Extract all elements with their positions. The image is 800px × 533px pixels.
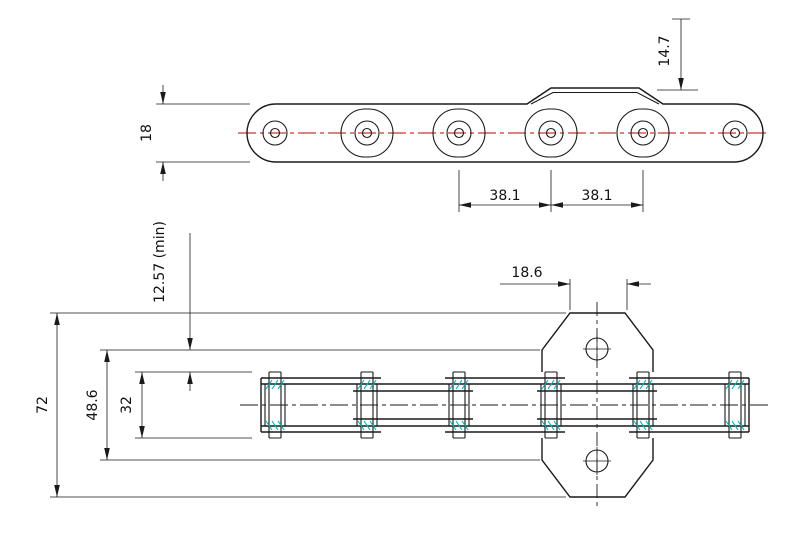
extension-line [135, 371, 252, 439]
roller [354, 120, 380, 146]
dim-plate-height: 18 [139, 85, 250, 181]
dim-label-pin-length-min: 12.57 (min) [152, 221, 168, 303]
hatch-marks [265, 379, 745, 431]
dim-label-pitch-left: 38.1 [489, 188, 520, 204]
dim-hole-spacing: 48.6 [85, 349, 540, 461]
dim-label-attachment-top-width: 18.6 [511, 265, 542, 281]
chain-plan-joints [264, 371, 746, 439]
dim-label-hole-spacing: 48.6 [85, 389, 101, 420]
attachment-plate-side [530, 91, 660, 105]
dim-label-pitch-right: 38.1 [581, 188, 612, 204]
chain-link-plates-side [340, 108, 670, 158]
roller-hatching [265, 379, 745, 431]
pin [453, 127, 465, 139]
chain-plan-plate-lines [260, 377, 750, 433]
attachment-plate-upper-outline [541, 312, 654, 372]
link-plate [616, 108, 670, 158]
dim-label-plate-height: 18 [139, 124, 155, 142]
dim-label-chain-width: 32 [119, 396, 135, 414]
roller [446, 120, 472, 146]
plan-view: 18.6 72 48.6 32 12.57 (min) [35, 221, 768, 508]
dim-label-attachment-height: 14.7 [657, 35, 673, 66]
dim-chain-width: 32 [119, 371, 252, 439]
dim-pitch: 38.1 38.1 [458, 170, 644, 212]
chain-side-contour [246, 87, 764, 163]
link-plate [524, 108, 578, 158]
pin [361, 127, 373, 139]
pin [637, 127, 649, 139]
extension-line [458, 170, 644, 212]
extension-line [156, 103, 250, 163]
extension-line [50, 312, 566, 498]
pin [545, 127, 557, 139]
dim-attachment-length: 72 [35, 312, 566, 498]
hole-centermarks [583, 335, 611, 475]
roller [630, 120, 656, 146]
dim-label-attachment-length: 72 [35, 396, 51, 414]
dim-attachment-top-width: 18.6 [500, 265, 651, 310]
side-view: 18 14.7 38.1 38.1 [139, 18, 766, 212]
link-plate [340, 108, 394, 158]
attachment-plate-lower-outline [541, 438, 654, 498]
extension-line [100, 349, 540, 461]
roller [262, 120, 288, 146]
dim-attachment-height: 14.7 [657, 18, 698, 91]
roller [538, 120, 564, 146]
extension-line [569, 279, 628, 310]
pin [269, 127, 281, 139]
link-plate [432, 108, 486, 158]
dim-pin-length-min: 12.57 (min) [152, 221, 193, 391]
chain-pins-side [262, 120, 748, 146]
roller [722, 120, 748, 146]
pin [729, 127, 741, 139]
